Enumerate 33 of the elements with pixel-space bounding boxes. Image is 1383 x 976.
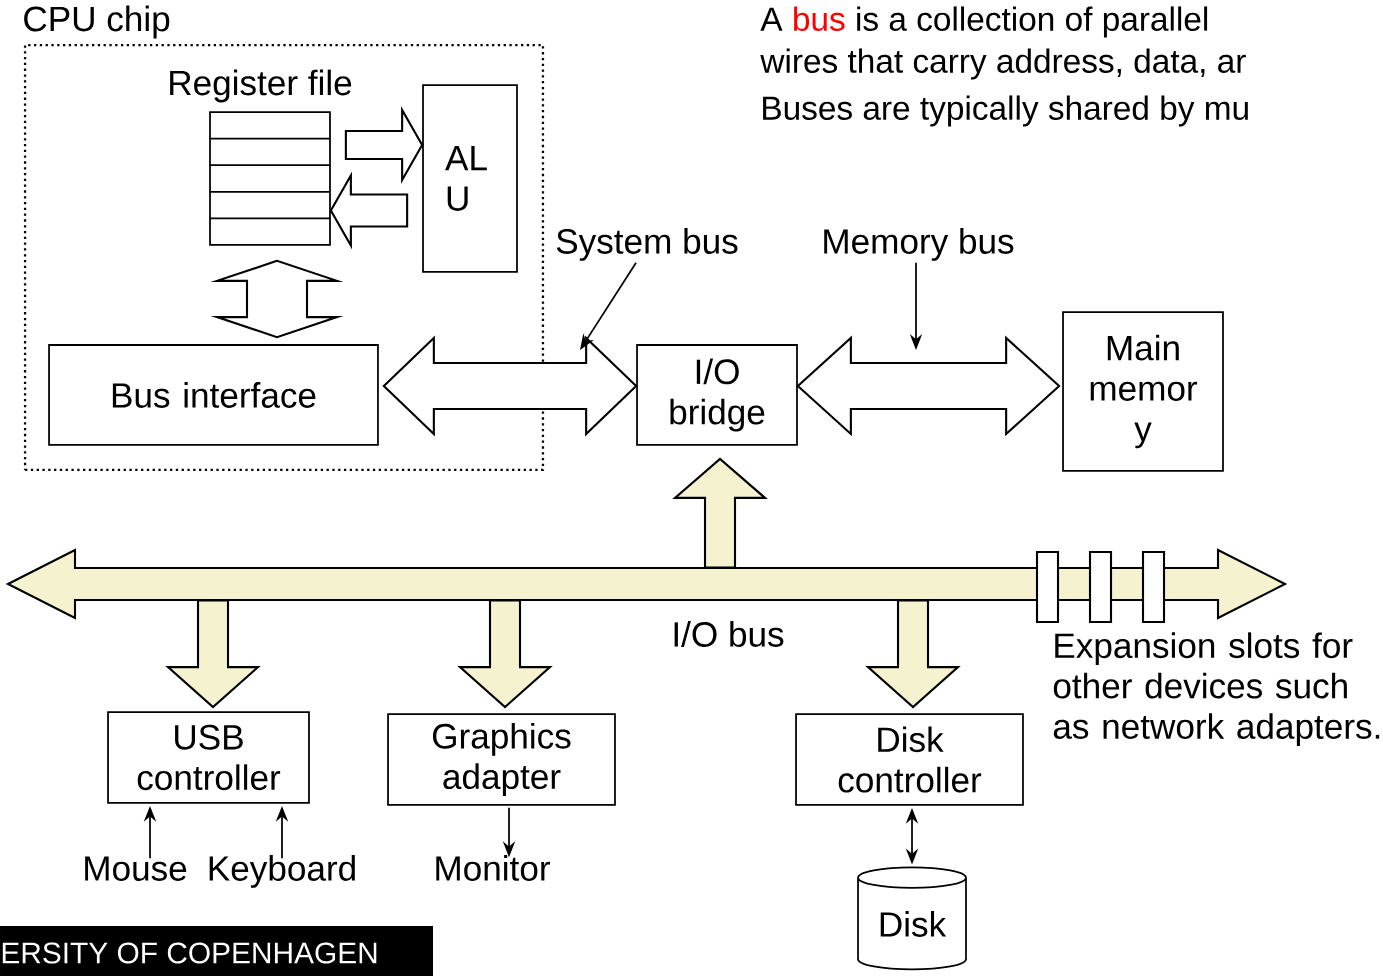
- process-box: Disk controller: [795, 713, 1024, 806]
- bus-caption: Memory bus: [824, 228, 1014, 261]
- block-arrow: [672, 457, 768, 569]
- block-double-arrow: [382, 335, 638, 437]
- node-label: Register file: [170, 69, 352, 103]
- process-box: Bus interface: [48, 344, 379, 446]
- block-double-arrow: [210, 259, 344, 339]
- alu-box: AL U: [422, 84, 518, 273]
- device-label: Monitor: [436, 855, 550, 881]
- block-double-arrow: [796, 335, 1061, 437]
- block-arrow: [457, 599, 553, 709]
- block-arrow: [329, 171, 409, 250]
- device-label: Keyboard: [209, 855, 355, 888]
- process-box: USB controller: [107, 711, 310, 804]
- note-text: A: [760, 7, 783, 31]
- block-arrow: [165, 599, 261, 709]
- process-box: I/O bridge: [636, 344, 798, 446]
- device-label: Mouse: [85, 856, 187, 881]
- bus-caption: System bus: [556, 228, 738, 261]
- note-text: is a collection of parallel: [857, 6, 1208, 38]
- note-text: Expansion slots for other devices such as network adapters.: [1053, 632, 1380, 746]
- highlighted-word: bus: [794, 6, 845, 31]
- footer-banner: ERSITY OF COPENHAGEN: [0, 926, 433, 976]
- note-text: Buses are typically shared by mu: [763, 95, 1248, 127]
- node-label: CPU chip: [24, 5, 170, 39]
- process-box: Main memor y: [1062, 311, 1224, 472]
- block-arrow: [344, 106, 424, 184]
- note-text: wires that carry address, data, ar: [760, 48, 1246, 80]
- process-box: Graphics adapter: [387, 713, 616, 806]
- register-stack: Register file: [170, 69, 352, 246]
- node-label: I/O bus: [674, 621, 784, 647]
- block-arrow: [865, 599, 961, 709]
- disk-cylinder: Disk: [857, 866, 967, 971]
